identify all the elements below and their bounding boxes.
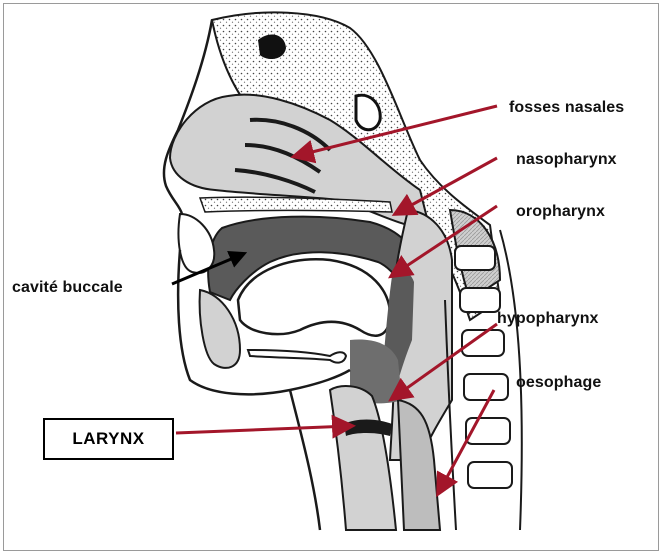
arrow-larynx (176, 426, 350, 433)
neck-front-outline (290, 390, 320, 530)
label-larynx: LARYNX (72, 429, 144, 449)
hyoid-shape (248, 350, 346, 363)
label-fosses-nasales: fosses nasales (509, 99, 624, 117)
label-cavite-buccale: cavité buccale (12, 279, 123, 297)
label-oropharynx: oropharynx (516, 203, 605, 221)
label-larynx-box: LARYNX (43, 418, 174, 460)
label-nasopharynx: nasopharynx (516, 151, 617, 169)
larynx-trachea-shape (330, 386, 396, 530)
cervical-spine (445, 210, 522, 530)
label-hypopharynx: hypopharynx (497, 310, 599, 328)
label-oesophage: oesophage (516, 374, 601, 392)
tongue-shape (238, 259, 390, 335)
lower-lip-shape (200, 290, 240, 368)
upper-lip-shape (179, 214, 215, 273)
